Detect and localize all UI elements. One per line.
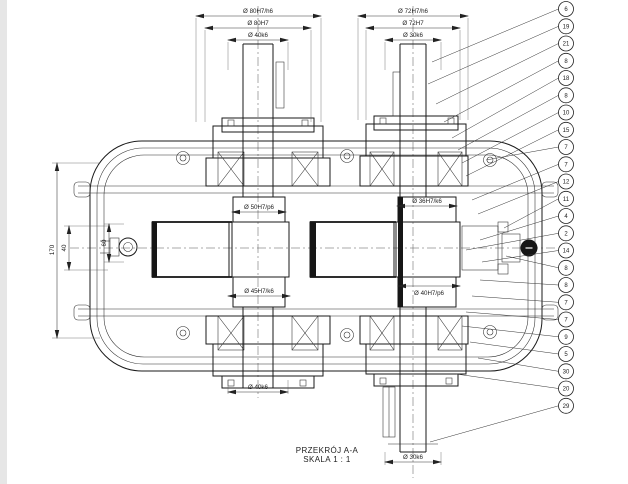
balloon-callout: 18 [451, 70, 574, 139]
balloon-callout: 4 [479, 208, 574, 241]
dim-label: Ø 36H7/k6 [412, 198, 442, 205]
dim-label: Ø 80H7/h6 [243, 8, 273, 15]
svg-text:19: 19 [563, 25, 570, 31]
dimension-top-right: Ø 72H7/h6 Ø 72H7 Ø 30k6 [357, 8, 469, 120]
balloon-callout: 2 [465, 225, 574, 251]
svg-text:8: 8 [564, 94, 568, 100]
dim-label: Ø 30k6 [403, 454, 424, 461]
balloon-callout: 29 [429, 397, 574, 443]
caption-title: PRZEKRÓJ A-A [296, 446, 359, 455]
right-shaft-top [392, 43, 427, 197]
dimension-center-left: Ø 50H7/p6 Ø 45H7/k6 [227, 204, 291, 299]
balloon-callout: 15 [465, 121, 574, 177]
dim-label: 170 [49, 244, 56, 255]
top-left-bearing-assembly [205, 117, 331, 187]
breather-knob-right [501, 233, 538, 263]
balloon-callout: 30 [477, 357, 574, 380]
svg-text:6: 6 [564, 7, 568, 13]
dimension-bottom-left: Ø 40k6 [227, 380, 289, 395]
housing-bolt-icon [176, 149, 497, 342]
svg-text:15: 15 [563, 128, 570, 134]
right-gear-wheel [309, 221, 397, 278]
dim-label: Ø 80H7 [247, 20, 269, 27]
dimension-center-right: Ø 36H7/k6 Ø 40H7/p6 [396, 198, 461, 297]
dim-label: Ø 30k6 [403, 32, 424, 39]
bottom-left-bearing-assembly [205, 315, 331, 389]
left-gear-wheel [151, 221, 233, 278]
dim-label: 60 [101, 239, 108, 246]
balloon-callout: 8 [443, 52, 574, 123]
svg-text:9: 9 [564, 335, 568, 341]
balloon-callout: 7 [465, 311, 574, 328]
svg-text:8: 8 [564, 59, 568, 65]
dim-label: 40 [61, 244, 68, 251]
svg-text:7: 7 [564, 301, 568, 307]
caption-scale: SKALA 1 : 1 [303, 455, 351, 464]
svg-text:8: 8 [564, 283, 568, 289]
window-edge [0, 0, 7, 484]
svg-text:21: 21 [563, 42, 570, 48]
balloon-callout: 20 [455, 373, 574, 397]
balloon-callout: 5 [469, 341, 574, 362]
section-caption: PRZEKRÓJ A-A SKALA 1 : 1 [296, 446, 359, 464]
svg-text:7: 7 [564, 163, 568, 169]
left-shaft-hub [228, 221, 290, 278]
dimension-bottom-right: Ø 30k6 [384, 452, 442, 465]
balloon-callout: 10 [461, 104, 574, 164]
svg-text:14: 14 [563, 249, 570, 255]
svg-text:29: 29 [563, 404, 570, 410]
svg-text:8: 8 [564, 266, 568, 272]
dimension-left-vertical: 170 40 60 [49, 162, 124, 339]
svg-text:30: 30 [563, 370, 570, 376]
right-shaft-hub [393, 221, 461, 278]
svg-text:20: 20 [563, 387, 570, 393]
gear-train [151, 196, 509, 308]
balloon-callout: 11 [503, 190, 574, 229]
balloon-column: 6 19 21 8 18 8 10 15 7 7 12 11 4 2 14 8 … [427, 1, 574, 443]
dim-label: Ø 40k6 [248, 32, 269, 39]
balloon-callout: 8 [505, 255, 574, 276]
right-shaft-bottom [382, 307, 438, 453]
balloon-callout: 12 [477, 173, 574, 215]
balloon-callout: 6 [431, 1, 574, 63]
dim-label: Ø 40H7/p6 [414, 290, 444, 297]
svg-text:10: 10 [563, 111, 570, 117]
svg-text:7: 7 [564, 145, 568, 151]
dim-label: Ø 72H7 [402, 20, 424, 27]
dim-label: Ø 45H7/k6 [244, 288, 274, 295]
svg-text:2: 2 [564, 232, 568, 238]
balloon-callout: 19 [427, 18, 574, 85]
top-right-bearing-assembly [359, 115, 469, 187]
dim-label: Ø 40k6 [248, 384, 269, 391]
left-shaft-bottom [242, 307, 274, 389]
balloon-callout: 7 [471, 294, 574, 311]
svg-text:4: 4 [564, 214, 568, 220]
balloon-callout: 8 [457, 87, 574, 151]
bottom-right-bearing-assembly [359, 315, 469, 387]
svg-text:11: 11 [563, 197, 570, 203]
dim-label: Ø 50H7/p6 [244, 204, 274, 211]
svg-text:5: 5 [564, 352, 568, 358]
dimension-top-left: Ø 80H7/h6 Ø 80H7 Ø 40k6 [195, 8, 322, 122]
balloon-callout: 9 [461, 325, 574, 345]
svg-text:7: 7 [564, 318, 568, 324]
balloon-callout: 14 [481, 242, 574, 263]
balloon-callout: 8 [479, 277, 574, 293]
left-shaft-top [242, 43, 285, 197]
balloon-callout: 21 [435, 35, 574, 105]
svg-text:12: 12 [563, 180, 570, 186]
balloon-callout: 7 [485, 139, 574, 161]
balloon-callout: 7 [471, 156, 574, 201]
svg-text:18: 18 [563, 76, 570, 82]
dim-label: Ø 72H7/h6 [398, 8, 428, 15]
